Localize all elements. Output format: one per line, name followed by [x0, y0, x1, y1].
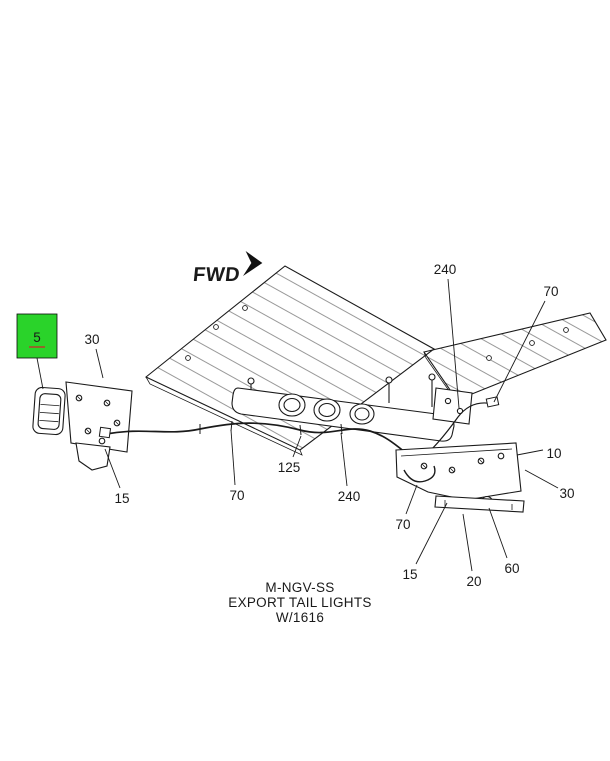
- callout-label: 125: [278, 460, 301, 475]
- tail-lamp-left: [32, 386, 66, 436]
- callout-label: 70: [229, 488, 244, 503]
- callout-label: 5: [33, 330, 41, 345]
- callout-label: 240: [434, 262, 457, 277]
- callout-label: 240: [338, 489, 361, 504]
- callout-label: 20: [466, 574, 481, 589]
- callout-label: 15: [402, 567, 417, 582]
- direction-indicator: FWD: [192, 251, 263, 286]
- lower-strip-bracket-right: [434, 495, 525, 513]
- highlighted-callout-5: 5: [16, 313, 58, 359]
- panel-holes: [185, 305, 569, 361]
- callout-labels: 30 240 70 15 70 125 240 10 30 70 15 20 6…: [84, 262, 574, 589]
- harness-loop-right: [403, 465, 436, 483]
- callout-label: 60: [504, 561, 519, 576]
- title-sheet: W/1616: [276, 610, 324, 625]
- mounting-bracket-left: [65, 381, 133, 453]
- callout-label: 30: [84, 332, 99, 347]
- title-block: M-NGV-SS EXPORT TAIL LIGHTS W/1616: [228, 580, 371, 625]
- title-model: M-NGV-SS: [265, 580, 334, 595]
- tail-light-crossmember: [231, 373, 473, 442]
- crossmember-bolts: [247, 373, 436, 407]
- crossmember-end-bracket: [432, 387, 473, 425]
- floor-panel-right: [423, 312, 607, 401]
- callout-label: 70: [543, 284, 558, 299]
- floor-panels: [144, 265, 607, 456]
- fwd-arrow-icon: [242, 251, 263, 276]
- floor-panel-left-thickness-edge: [145, 376, 303, 456]
- callout-label: 30: [559, 486, 574, 501]
- callout-label: 10: [546, 446, 561, 461]
- leader-lines: [36, 278, 559, 572]
- lower-hook-bracket-left: [75, 442, 111, 471]
- left-tail-light-assembly: [32, 381, 133, 471]
- title-description: EXPORT TAIL LIGHTS: [228, 595, 371, 610]
- right-tail-light-assembly: [395, 442, 525, 513]
- callout-label: 70: [395, 517, 410, 532]
- callout-label: 15: [114, 491, 129, 506]
- floor-panel-left: [144, 265, 436, 451]
- fwd-label: FWD: [192, 264, 241, 286]
- callout-highlight-box: [16, 313, 58, 359]
